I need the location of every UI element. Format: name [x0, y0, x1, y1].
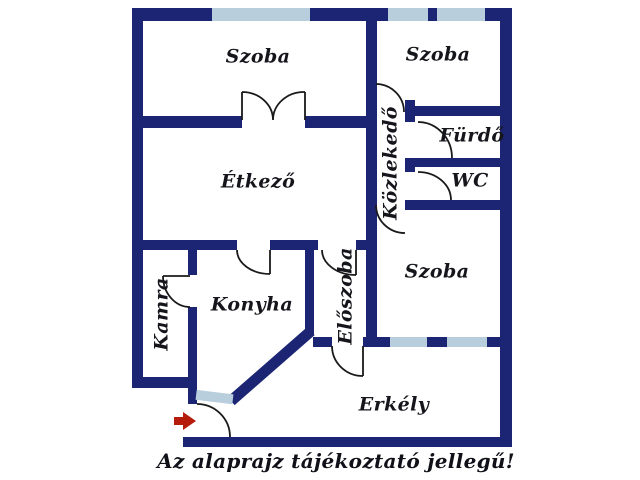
room-label-szoba-top-left: Szoba [225, 45, 291, 68]
wall-etkezo-bottom-a [132, 240, 237, 250]
room-label-furdo: Fürdő [439, 124, 505, 147]
window-szoba3-a [390, 337, 427, 347]
windows [195, 8, 487, 405]
room-label-konyha: Konyha [210, 293, 294, 316]
window-entrance-threshold [195, 389, 234, 405]
door-furdo [417, 121, 453, 159]
wall-right [500, 8, 512, 447]
wall-erkely-top-c [427, 337, 447, 347]
wall-konyha-eloszoba-divider [305, 248, 314, 335]
wall-erkely-top-b [363, 337, 390, 347]
wall-etkezo-bottom-b [270, 240, 318, 250]
wall-left [132, 8, 143, 388]
window-szoba1 [212, 8, 310, 21]
wall-furdo-wc-divider [415, 158, 512, 167]
door-double-szoba1 [241, 91, 306, 121]
door-eloszoba [321, 249, 357, 276]
wall-erkely-top-a [313, 337, 332, 347]
wall-etkezo-bottom-c [356, 240, 377, 250]
wall-wc-bottom [405, 200, 512, 210]
walls [132, 8, 512, 447]
room-label-etkezo: Étkező [220, 170, 296, 193]
door-kamra [162, 275, 191, 308]
wall-kamra-right-top [188, 248, 197, 275]
room-label-erkely: Erkély [358, 393, 430, 416]
wall-kamra-right-bottom [188, 307, 197, 388]
room-label-szoba-top-right: Szoba [405, 43, 471, 66]
window-szoba3-b [447, 337, 487, 347]
wall-erkely-top-d [487, 337, 500, 347]
window-szoba2-b [437, 8, 485, 21]
room-label-kamra: Kamra [150, 277, 173, 351]
wall-szoba1-bottom-right [305, 116, 377, 128]
door-kozlekedo-szoba3 [375, 204, 406, 234]
wall-corridor-right-a [405, 100, 415, 122]
door-entrance [196, 403, 231, 438]
entrance-arrow-icon [174, 412, 196, 430]
door-kozlekedo-szoba2 [375, 83, 405, 113]
wall-szoba1-bottom-left [132, 116, 242, 128]
wall-entry-jamb [188, 388, 197, 404]
wall-kamra-bottom [132, 377, 190, 388]
wall-corridor-right-b [405, 158, 415, 172]
door-erkely [331, 345, 364, 377]
window-szoba2-a [388, 8, 428, 21]
room-label-wc: WC [451, 169, 489, 192]
doors [162, 83, 453, 438]
wall-furdo-top [405, 106, 512, 116]
disclaimer-text: Az alaprajz tájékoztató jellegű! [157, 449, 515, 473]
wall-center-spine [366, 8, 377, 347]
wall-balcony-bottom [183, 437, 512, 447]
door-konyha [236, 249, 271, 275]
wall-diagonal [227, 326, 315, 406]
room-label-kozlekedo: Közlekedő [379, 106, 402, 220]
room-label-szoba-middle: Szoba [404, 260, 470, 283]
room-label-eloszoba: Előszoba [334, 247, 357, 345]
door-wc [417, 171, 452, 201]
